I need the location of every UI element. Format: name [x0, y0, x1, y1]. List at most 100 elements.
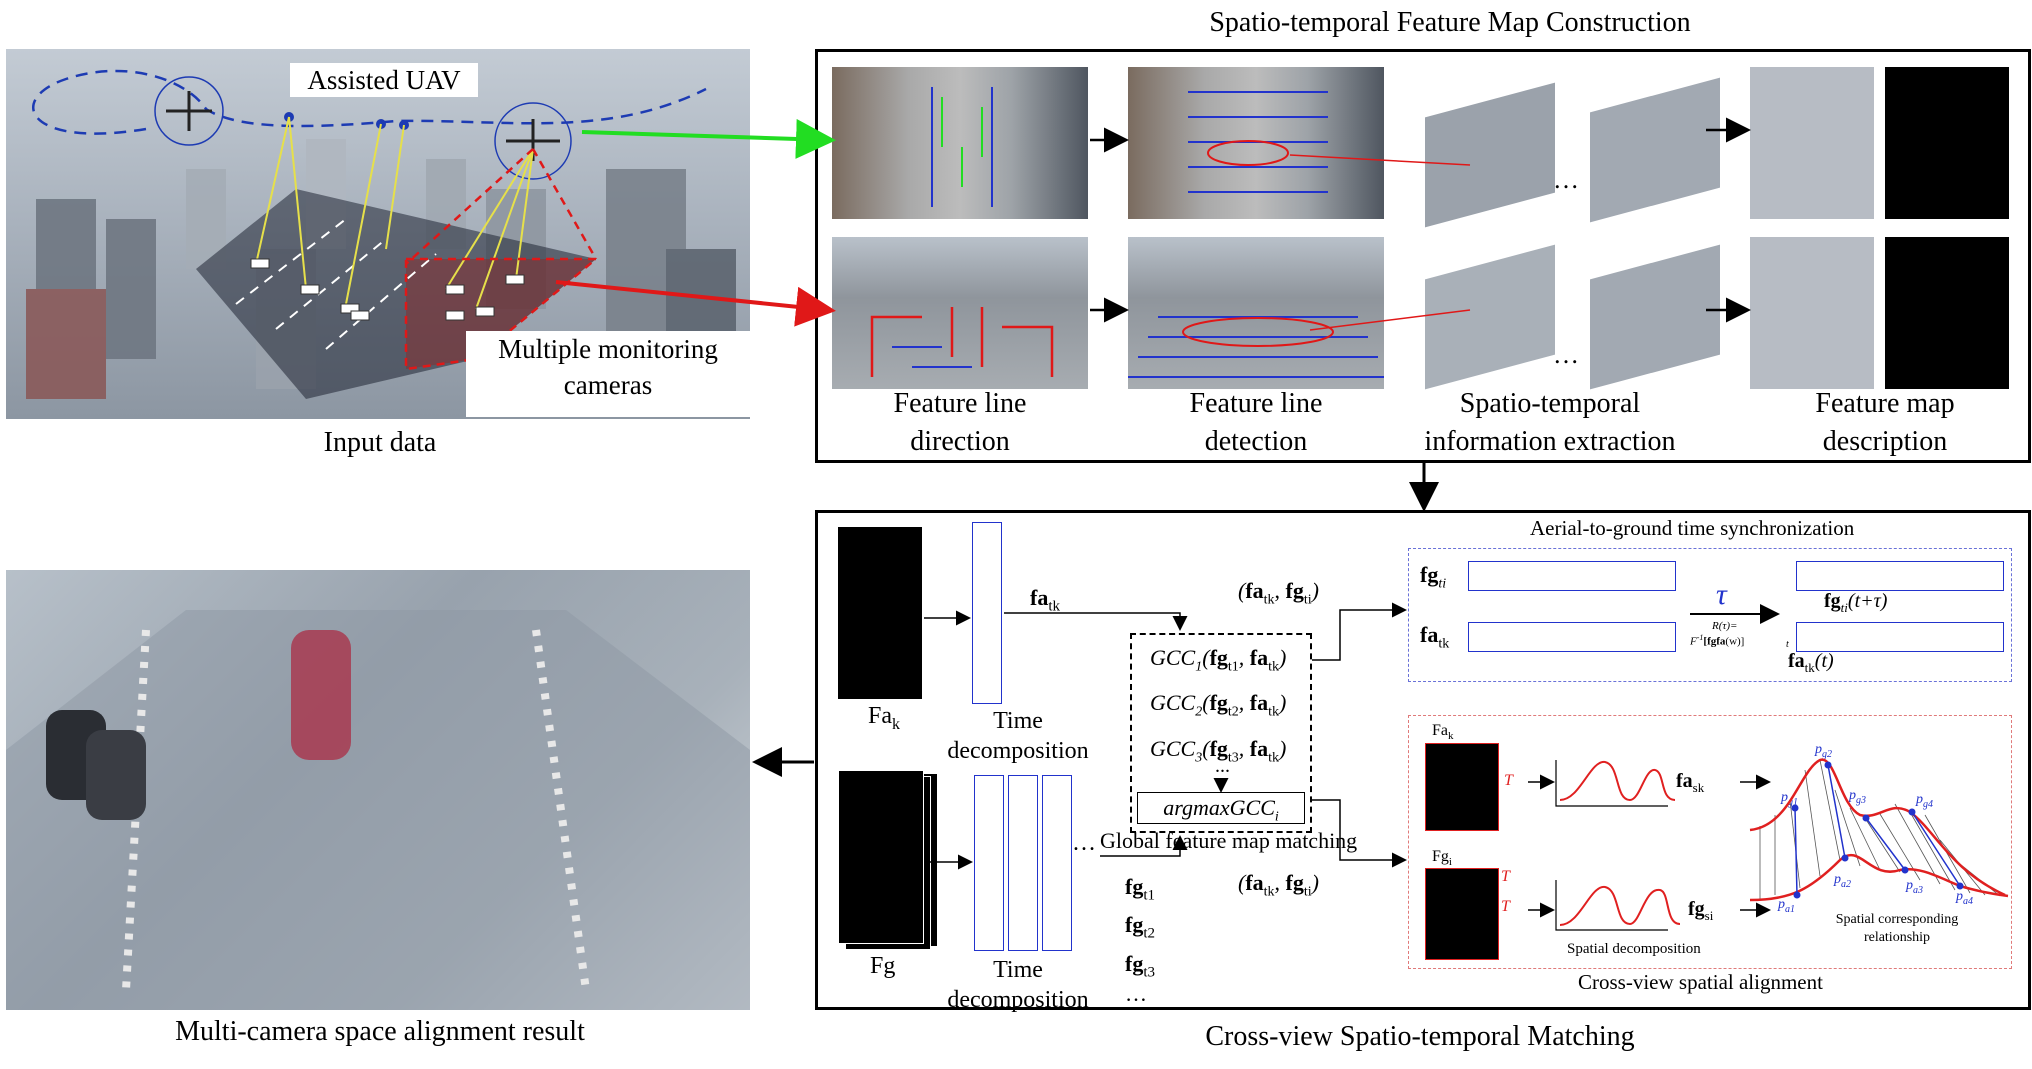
stage1-caption: Feature line direction: [842, 385, 1078, 461]
pair-label-top: (fatk, fgti): [1238, 578, 1319, 608]
spatial-fak-label: Fak: [1432, 722, 1454, 743]
stage4-line2: description: [1822, 426, 1948, 457]
spatial-T-3: T: [1501, 898, 1510, 915]
spatial-decomp-label: Spatial decomposition: [1567, 941, 1701, 957]
fg-si-label: fgsi: [1688, 898, 1714, 923]
feature-line-direction-aerial: [832, 67, 1088, 219]
fa-sk-label: fask: [1676, 770, 1705, 795]
fg-list-3: fgt3: [1125, 950, 1155, 981]
pair-label-bottom: (fatk, fgti): [1238, 870, 1319, 900]
input-caption: Input data: [323, 427, 437, 458]
pg4-label: pg4: [1916, 792, 1933, 810]
fg-label: Fg: [870, 953, 896, 979]
monitoring-line1: Multiple monitoring: [498, 334, 718, 364]
fg-time-decomp-label: Time decomposition: [938, 955, 1098, 1015]
gcc-row-2: GCC2(fgt2, fatk): [1150, 690, 1287, 720]
fak-time-decomp-label: Time decomposition: [938, 706, 1098, 766]
assisted-uav-label: Assisted UAV: [290, 63, 478, 97]
feature-line-detection-oblique: [1128, 237, 1384, 389]
stage3-line1: Spatio-temporal: [1459, 388, 1641, 419]
spatial-title: Cross-view spatial alignment: [1578, 970, 1823, 994]
fak-label: Fak: [868, 703, 900, 733]
st-ellipsis-1: …: [1553, 165, 1579, 194]
spatial-corr-line1: Spatial corresponding: [1835, 912, 1959, 927]
stage4-caption: Feature map description: [1760, 385, 2010, 461]
fg-list-1: fgt1: [1125, 874, 1155, 904]
pa3-label: pa3: [1906, 878, 1923, 896]
input-city-image: Assisted UAV Multiple monitoring cameras: [6, 49, 750, 419]
gcc-box: [1130, 633, 1312, 833]
spatial-corr-label: Spatial corresponding relationship: [1822, 911, 1972, 947]
stage2-line1: Feature line: [1189, 388, 1323, 419]
spatial-T-1: T: [1504, 772, 1513, 789]
top-title: Spatio-temporal Feature Map Construction: [1209, 7, 1691, 38]
sync-fg-shift-signal: [1796, 561, 2004, 591]
pg2-label: pg2: [1815, 742, 1832, 760]
sync-fa-label: fatk: [1420, 622, 1450, 652]
sync-box: [1408, 548, 2012, 682]
t-small: t: [1786, 639, 1789, 650]
gcc-dots: ...: [1215, 755, 1230, 777]
gcc-row-3: GCC3(fgt3, fatk): [1150, 735, 1287, 766]
stage1-line1: Feature line: [893, 388, 1027, 419]
sync-fg-signal: [1468, 561, 1676, 591]
feature-map-gray-2: [1750, 237, 1874, 389]
spatial-corr-line2: relationship: [1863, 930, 1931, 945]
f-inv-label: F-1[fgfa(w)]: [1690, 633, 1745, 648]
feature-line-direction-oblique: [832, 237, 1088, 389]
pg3-label: pg3: [1849, 788, 1866, 806]
pa1-label: pa1: [1778, 897, 1795, 915]
pg1-label: pg1: [1781, 790, 1798, 808]
feature-map-construction-frame: [815, 49, 2031, 463]
fatk-label: fatk: [1030, 585, 1060, 615]
fg-list-2: fgt2: [1125, 912, 1155, 942]
pa2-label: pa2: [1834, 872, 1851, 890]
alignment-result-image: [6, 570, 750, 1010]
fg-shift-label: fgti(t+τ): [1824, 590, 1888, 615]
spatial-fgi-label: Fgi: [1432, 848, 1452, 869]
fak-feature-map: [838, 527, 922, 699]
gcc-rows: GCC1(fgt1, fatk) GCC2(fgt2, fatk) GCC3(f…: [1150, 640, 1286, 776]
fak-time-line2: decomposition: [947, 738, 1089, 764]
fg-feature-map: [838, 770, 924, 944]
monitoring-line2: cameras: [563, 370, 653, 400]
sync-fa-signal: [1468, 622, 1676, 652]
fg-time-line2: decomposition: [947, 987, 1089, 1013]
argmax-box: argmaxGCCi: [1137, 792, 1305, 824]
fg-time-signal-1: [974, 775, 1004, 951]
gcc-row-1: GCC1(fgt1, fatk): [1150, 645, 1287, 675]
stage2-caption: Feature line detection: [1138, 385, 1374, 461]
feature-line-detection-aerial: [1128, 67, 1384, 219]
stage1-line2: direction: [910, 426, 1010, 457]
fg-time-signal-2: [1008, 775, 1038, 951]
spatial-fak-map: [1425, 743, 1499, 831]
stage3-caption: Spatio-temporal information extraction: [1400, 385, 1700, 461]
fg-time-signal-3: [1042, 775, 1072, 951]
fg-list-more: …: [1125, 981, 1147, 1007]
st-ellipsis-2: …: [1553, 340, 1579, 369]
stage4-line1: Feature map: [1815, 388, 1955, 419]
fak-time-signal: [972, 522, 1002, 704]
fg-list: fgt1 fgt2 fgt3 …: [1125, 872, 1155, 1007]
stage3-line2: information extraction: [1424, 426, 1676, 457]
global-matching-label: Global feature map matching: [1100, 828, 1358, 853]
feature-map-gray-1: [1750, 67, 1874, 219]
fg-hdots: …: [1072, 830, 1096, 856]
spatial-box: [1408, 715, 2012, 969]
fg-time-line1: Time: [993, 957, 1043, 983]
stage2-line2: detection: [1204, 426, 1308, 457]
r-tau-label: R(τ)=: [1712, 620, 1738, 632]
bottom-title: Cross-view Spatio-temporal Matching: [1205, 1021, 1635, 1052]
sync-fg-label: fgti: [1420, 562, 1447, 592]
fa-t-label: fatk(t): [1788, 650, 1834, 675]
sync-title: Aerial-to-ground time synchronization: [1530, 516, 1855, 540]
result-caption: Multi-camera space alignment result: [175, 1016, 585, 1047]
feature-map-binary-1: [1885, 67, 2009, 219]
feature-map-binary-2: [1885, 237, 2009, 389]
sync-fa-t-signal: [1796, 622, 2004, 652]
monitoring-cameras-label: Multiple monitoring cameras: [466, 331, 750, 417]
fak-time-line1: Time: [993, 708, 1043, 734]
spatial-fgi-map: [1425, 868, 1499, 960]
pa4-label: pa4: [1956, 889, 1973, 907]
tau-label: τ: [1716, 578, 1727, 611]
